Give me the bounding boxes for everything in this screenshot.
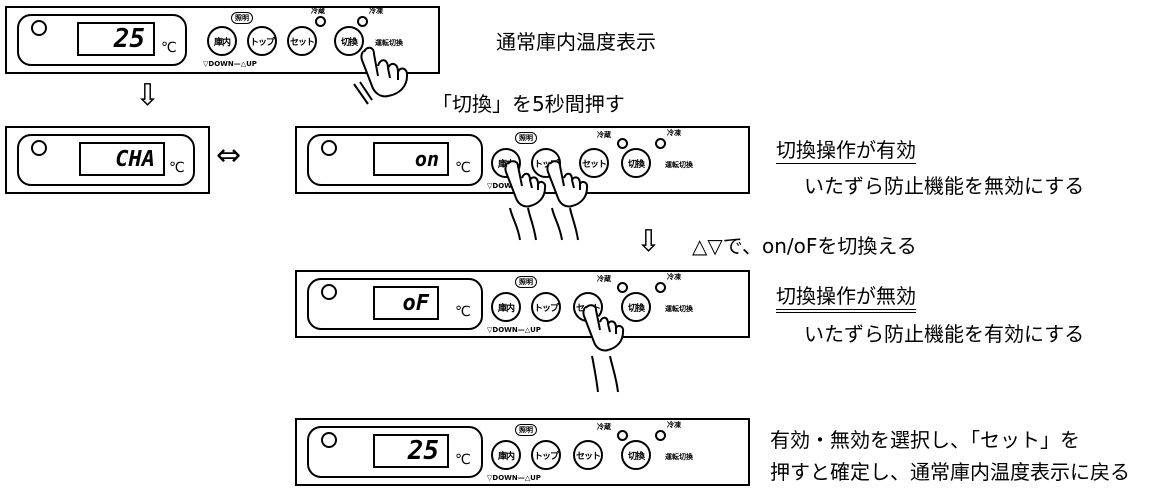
lighting-label: 照明	[515, 276, 537, 288]
top-button[interactable]: トップ	[531, 292, 561, 322]
lighting-label: 照明	[515, 424, 537, 436]
lcd-display: on	[373, 142, 449, 176]
down-arrow-2: ⇩	[636, 224, 662, 259]
indicator-lamp	[321, 140, 337, 156]
indicator-lamp	[321, 284, 337, 300]
down-up-label: ▽DOWN—△UP	[487, 474, 541, 482]
confirm-text-line1: 有効・無効を選択し、「セット」を	[770, 428, 1080, 452]
lcd-display: 25	[77, 22, 155, 56]
cold-lamp-label: 冷蔵	[597, 275, 611, 283]
lcd-display: oF	[373, 286, 439, 320]
display-frame: 25 ℃	[17, 14, 187, 66]
freeze-lamp-label: 冷凍	[667, 421, 681, 429]
top-button[interactable]: トップ	[247, 26, 277, 56]
cold-lamp-label: 冷蔵	[597, 131, 611, 139]
lighting-label: 照明	[515, 132, 537, 144]
switch-button[interactable]: 切換	[334, 26, 364, 56]
cold-lamp	[617, 138, 628, 149]
control-panel-confirmed: 25 ℃ 照明 庫内 トップ セット 切換 冷蔵 冷凍 運転切換 ▽DOWN—△…	[295, 418, 750, 486]
display-frame: on ℃	[307, 134, 483, 186]
confirm-text-line2: 押すと確定し、通常庫内温度表示に戻る	[770, 460, 1130, 484]
op-switch-label: 運転切換	[665, 453, 693, 461]
celsius-unit: ℃	[455, 452, 471, 468]
freeze-lamp	[655, 430, 666, 441]
freeze-lamp	[655, 282, 666, 293]
set-button[interactable]: セット	[579, 148, 609, 178]
indicator-lamp	[31, 140, 47, 156]
cold-lamp	[315, 16, 326, 27]
switch-enabled-title: 切換操作が有効	[776, 134, 916, 164]
celsius-unit: ℃	[455, 160, 471, 176]
display-frame: CHA ℃	[17, 134, 195, 186]
freeze-lamp-label: 冷凍	[667, 273, 681, 281]
freeze-lamp	[357, 16, 368, 27]
control-panel-normal: 25 ℃ 照明 庫内 トップ セット 切換 冷蔵 冷凍 運転切換 ▽DOWN—△…	[5, 6, 440, 74]
switch-button[interactable]: 切換	[621, 440, 651, 470]
inside-button[interactable]: 庫内	[491, 440, 521, 470]
down-up-label: ▽DOWN—△UP	[487, 326, 541, 334]
indicator-lamp	[31, 20, 47, 36]
set-button[interactable]: セット	[573, 440, 603, 470]
celsius-unit: ℃	[455, 304, 471, 320]
freeze-lamp	[655, 138, 666, 149]
tamper-enable-text: いたずら防止機能を有効にする	[804, 322, 1085, 346]
control-panel-cha: CHA ℃	[5, 126, 210, 194]
tamper-disable-text: いたずら防止機能を無効にする	[804, 174, 1085, 198]
celsius-unit: ℃	[169, 160, 185, 176]
switch-button[interactable]: 切換	[621, 148, 651, 178]
finger-pointer-icon	[353, 46, 409, 105]
inside-button[interactable]: 庫内	[491, 292, 521, 322]
cold-lamp-label: 冷蔵	[597, 423, 611, 431]
toggle-instruction: △▽で、on/oFを切換える	[692, 234, 917, 258]
op-switch-label: 運転切換	[375, 39, 403, 47]
normal-display-caption: 通常庫内温度表示	[496, 30, 656, 54]
op-switch-label: 運転切換	[665, 305, 693, 313]
down-up-label: ▽DOWN—△UP	[203, 60, 257, 68]
op-switch-label: 運転切換	[665, 161, 693, 169]
double-arrow: ⇔	[216, 138, 242, 173]
display-frame: 25 ℃	[307, 426, 483, 478]
control-panel-off: oF ℃ 照明 庫内 トップ セット 切換 冷蔵 冷凍 運転切換 ▽DOWN—△…	[295, 270, 750, 338]
down-arrow-1: ⇩	[135, 78, 161, 113]
finger-pointer-icon	[582, 304, 625, 393]
display-frame: oF ℃	[307, 278, 483, 330]
inside-button[interactable]: 庫内	[207, 26, 237, 56]
indicator-lamp	[321, 432, 337, 448]
cold-lamp	[617, 430, 628, 441]
freeze-lamp-label: 冷凍	[369, 7, 383, 15]
switch-button[interactable]: 切換	[621, 292, 651, 322]
top-button[interactable]: トップ	[531, 440, 561, 470]
celsius-unit: ℃	[161, 40, 177, 56]
cold-lamp-label: 冷蔵	[311, 7, 325, 15]
lcd-display: 25	[373, 434, 449, 468]
set-button[interactable]: セット	[287, 26, 317, 56]
lcd-display: CHA	[79, 142, 165, 176]
switch-disabled-title: 切換操作が無効	[776, 280, 916, 313]
finger-pointer-icon	[504, 160, 589, 241]
press-switch-caption: 「切換」を5秒間押す	[432, 92, 625, 116]
cold-lamp	[617, 282, 628, 293]
lighting-label: 照明	[231, 12, 253, 24]
freeze-lamp-label: 冷凍	[667, 129, 681, 137]
